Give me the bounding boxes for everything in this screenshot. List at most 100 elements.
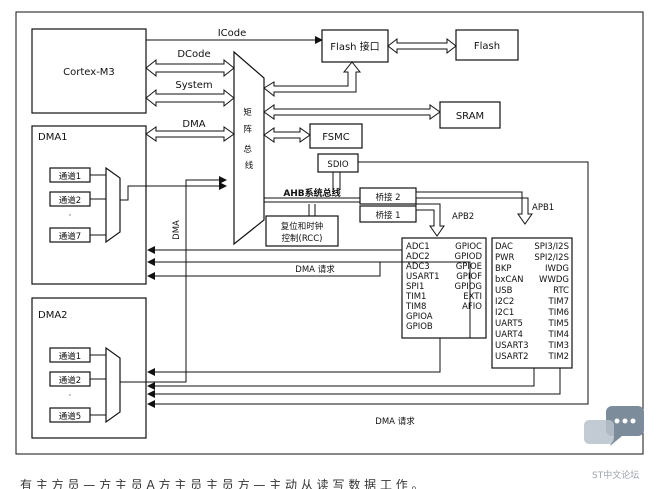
apb2-label: APB2 xyxy=(452,212,474,222)
apb2-item: TIM8 xyxy=(405,302,426,312)
dma1-channel: 通道7 xyxy=(59,231,81,242)
flash-interface-label: Flash 接口 xyxy=(330,40,379,53)
dma2-request-label: DMA 请求 xyxy=(375,416,415,427)
apb1-item: TIM2 xyxy=(548,352,569,362)
fsmc-box xyxy=(309,123,363,149)
apb1-item: PWR xyxy=(495,253,515,263)
apb1-item: RTC xyxy=(553,286,569,296)
apb1-left-list: DAC PWR BKP bxCAN USB I2C2 I2C1 UART5 UA… xyxy=(495,242,528,362)
dma-vertical-label: DMA xyxy=(172,220,182,240)
apb1-item: TIM7 xyxy=(548,297,569,307)
apb2-item: ADC3 xyxy=(406,262,430,272)
icode-label: ICode xyxy=(218,28,247,39)
caption-fragment: 有 主 方 员 — 方 主 员 A 方 主 员 主 员 方 — 主 动 从 读 … xyxy=(20,477,424,489)
apb1-peripherals-box xyxy=(491,237,573,369)
dma2-channel-stubs xyxy=(90,354,106,416)
dma2-request-line-a xyxy=(147,338,441,376)
apb2-item: GPIOB xyxy=(406,322,433,332)
dma1-bus-arrow xyxy=(145,126,235,142)
cortex-m3-box xyxy=(31,28,147,114)
apb1-right-list: SPI3/I2S SPI2/I2S IWDG WWDG RTC TIM7 TIM… xyxy=(534,242,569,362)
dma1-ellipsis: · xyxy=(69,211,72,221)
apb2-right-list: GPIOC GPIOD GPIOE GPIOF GPIOG EXTI AFIO xyxy=(455,242,483,312)
ahb-bus-line xyxy=(264,197,360,203)
bus-matrix-label: 矩 阵 总 线 xyxy=(243,107,254,171)
apb1-arrow xyxy=(415,191,533,225)
dma1-channel: 通道2 xyxy=(59,195,81,206)
dma2-request-line-b xyxy=(147,368,535,390)
apb1-item: SPI2/I2S xyxy=(534,253,569,263)
dma1-channel-stubs xyxy=(90,174,106,236)
apb2-item: GPIOF xyxy=(456,272,482,282)
cortex-m3-label: Cortex-M3 xyxy=(63,67,115,78)
apb2-left-list: ADC1 ADC2 ADC3 USART1 SPI1 TIM1 TIM8 GPI… xyxy=(405,242,439,332)
bus-matrix xyxy=(233,50,265,246)
apb2-item: ADC2 xyxy=(406,252,430,262)
dma1-request-label: DMA 请求 xyxy=(295,264,335,275)
dcode-arrow xyxy=(145,58,235,78)
apb1-item: UART5 xyxy=(495,319,523,329)
sram-arrow xyxy=(263,104,441,120)
apb1-item: TIM6 xyxy=(548,308,569,318)
sdio-dma-line xyxy=(147,161,589,408)
apb2-item: GPIOE xyxy=(456,262,482,272)
apb2-item: GPIOA xyxy=(406,312,433,322)
apb1-item: UART4 xyxy=(495,330,523,340)
fsmc-label: FSMC xyxy=(322,132,350,143)
apb2-item: AFIO xyxy=(462,302,482,312)
matrix-to-flash-arrow xyxy=(263,61,362,98)
flash-link-arrow xyxy=(387,37,457,55)
dma1-title: DMA1 xyxy=(38,132,68,143)
apb1-item: bxCAN xyxy=(495,275,524,285)
apb1-item: USART3 xyxy=(495,341,528,351)
apb2-item: GPIOC xyxy=(455,242,482,252)
apb1-item: IWDG xyxy=(545,264,569,274)
dma1-request-line-b xyxy=(147,262,381,280)
apb2-item: USART1 xyxy=(406,272,439,282)
fsmc-arrow xyxy=(263,127,311,143)
apb1-item: I2C1 xyxy=(495,308,514,318)
sdio-box xyxy=(317,153,359,173)
ahb-label: AHB系统总线 xyxy=(283,187,340,199)
apb1-label: APB1 xyxy=(532,203,554,213)
flash-label: Flash xyxy=(474,41,500,52)
dma2-channel: 通道5 xyxy=(59,411,81,422)
dma2-request-line-c xyxy=(147,368,561,398)
apb2-item: SPI1 xyxy=(406,282,424,292)
flash-box xyxy=(455,29,519,61)
apb1-item: TIM5 xyxy=(548,319,569,329)
bridge2-label: 桥接 2 xyxy=(375,192,400,203)
rcc-label-1: 复位和时钟 xyxy=(281,221,324,232)
dma1-to-matrix-line xyxy=(120,182,227,201)
dma1-request-line-a xyxy=(147,258,471,338)
sram-label: SRAM xyxy=(456,111,484,122)
apb1-item: TIM4 xyxy=(548,330,569,340)
dma2-arbiter xyxy=(105,346,121,424)
watermark-logo xyxy=(584,406,644,446)
apb1-item: WWDG xyxy=(539,275,569,285)
dma2-ellipsis: · xyxy=(69,391,72,401)
dma1-arbiter xyxy=(105,166,121,244)
apb1-item: I2C2 xyxy=(495,297,514,307)
rcc-link xyxy=(308,204,316,216)
dma1-channel: 通道1 xyxy=(59,171,81,182)
dcode-label: DCode xyxy=(177,49,210,60)
watermark-text: ST中文论坛 xyxy=(592,469,639,481)
apb1-item: USART2 xyxy=(495,352,528,362)
rcc-box xyxy=(265,215,339,247)
sram-box xyxy=(439,101,501,129)
sdio-ahb-link xyxy=(332,172,341,190)
rcc-label-2: 控制(RCC) xyxy=(282,233,323,244)
apb1-item: DAC xyxy=(495,242,513,252)
outer-frame xyxy=(15,11,644,455)
apb2-item: ADC1 xyxy=(406,242,430,252)
apb2-arrow xyxy=(415,203,445,237)
apb2-peripherals-box xyxy=(401,237,487,339)
bridge1-box xyxy=(359,205,417,223)
apb2-item: TIM1 xyxy=(405,292,426,302)
dma2-title: DMA2 xyxy=(38,310,68,321)
apb1-item: SPI3/I2S xyxy=(534,242,569,252)
flash-interface-box xyxy=(321,29,389,63)
dma-bus-label: DMA xyxy=(182,119,205,130)
